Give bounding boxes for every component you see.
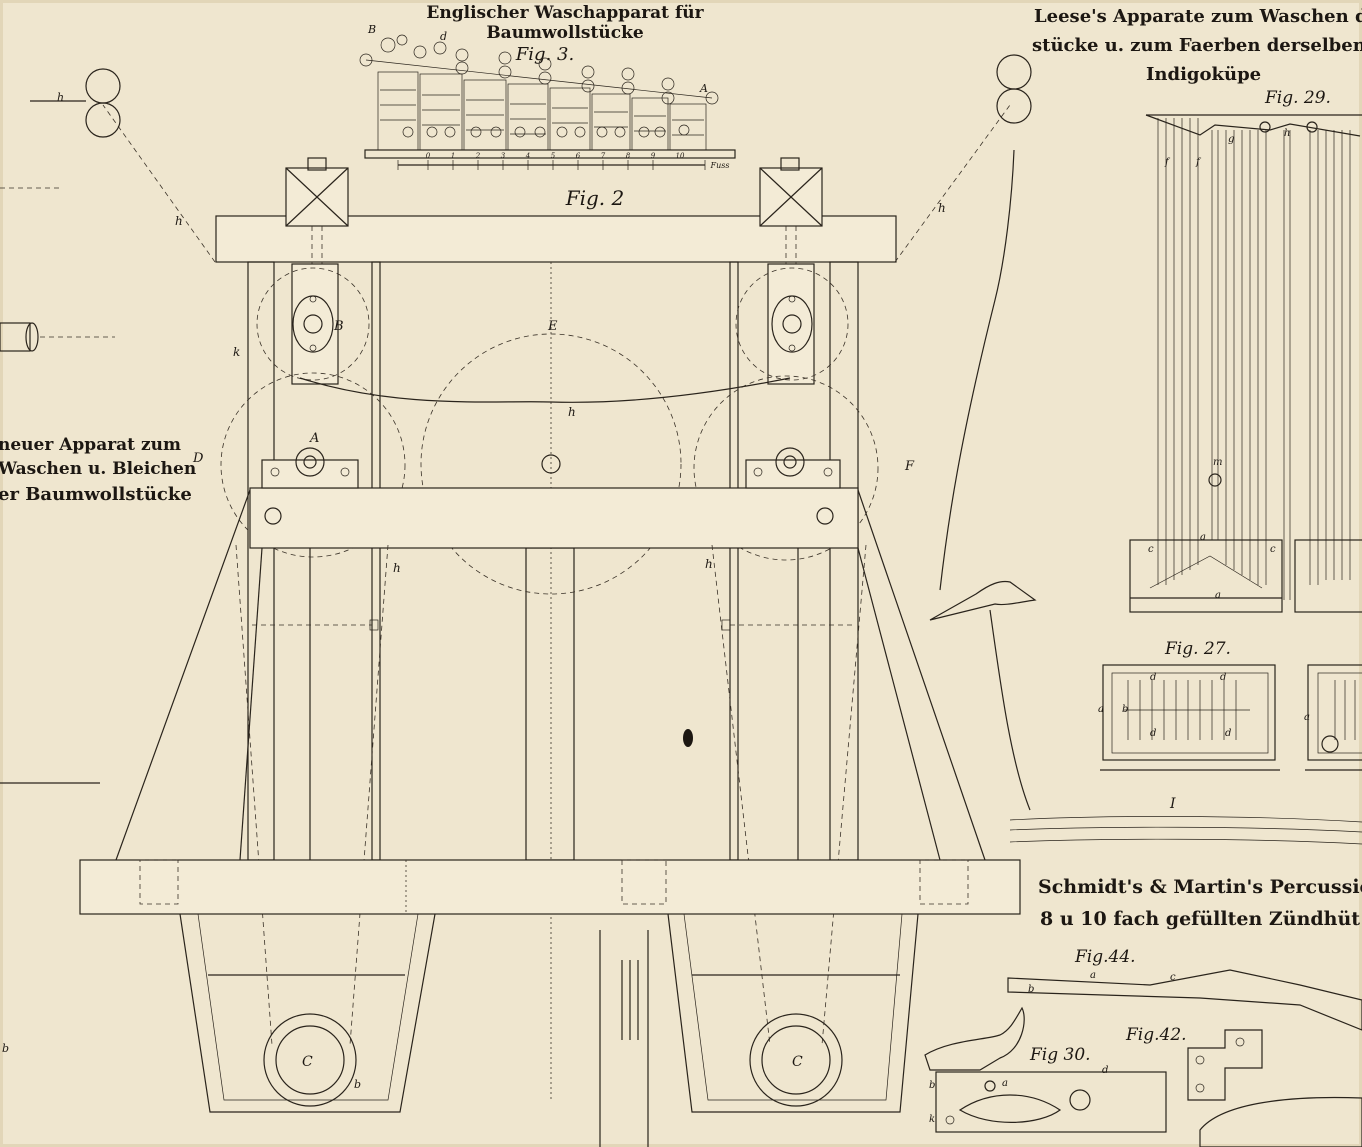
svg-text:I: I <box>1169 796 1176 812</box>
fig3-washing-machine: Englischer Waschapparat für Baumwollstüc… <box>359 3 736 170</box>
svg-text:b: b <box>354 1078 361 1091</box>
svg-text:2: 2 <box>475 152 481 160</box>
svg-text:d: d <box>1102 1065 1108 1076</box>
svg-text:a: a <box>1304 712 1310 723</box>
svg-text:f: f <box>1195 157 1202 168</box>
fig3-title-line2: Baumwollstücke <box>486 23 644 43</box>
svg-text:m: m <box>1213 457 1222 468</box>
fig3-label: Fig. 3. <box>515 44 574 65</box>
svg-text:E: E <box>547 319 558 334</box>
leese-apparatus: Leese's Apparate zum Waschen d stücke u.… <box>1009 6 1362 845</box>
svg-text:7: 7 <box>601 152 606 160</box>
fig30-label: Fig 30. <box>1029 1045 1091 1065</box>
svg-text:a: a <box>1215 590 1221 601</box>
svg-text:a: a <box>1098 704 1104 715</box>
svg-text:D: D <box>192 451 204 466</box>
neuer-title-line3: er Baumwollstücke <box>0 484 192 505</box>
svg-text:4: 4 <box>525 152 530 160</box>
fig2-label: Fig. 2 <box>565 186 625 210</box>
svg-text:0: 0 <box>426 152 431 160</box>
svg-text:10: 10 <box>676 152 685 160</box>
svg-text:h: h <box>1284 128 1290 139</box>
left-fragment: neuer Apparat zum Waschen u. Bleichen er… <box>0 322 196 505</box>
svg-text:Fuss: Fuss <box>710 161 730 170</box>
fig27-label: Fig. 27. <box>1164 639 1231 659</box>
svg-text:h: h <box>175 214 183 228</box>
neuer-title-line2: Waschen u. Bleichen <box>0 459 196 479</box>
svg-text:6: 6 <box>576 152 581 160</box>
svg-text:h: h <box>705 557 713 571</box>
fig3-title-line1: Englischer Waschapparat für <box>426 3 704 23</box>
svg-text:5: 5 <box>551 152 556 160</box>
svg-text:a: a <box>1200 532 1206 543</box>
svg-text:h: h <box>393 561 401 575</box>
svg-text:g: g <box>1228 134 1234 145</box>
svg-text:b: b <box>2 1042 9 1055</box>
svg-text:c: c <box>1170 972 1176 983</box>
neuer-title-line1: neuer Apparat zum <box>0 435 181 455</box>
svg-text:d: d <box>1150 728 1156 739</box>
svg-text:c: c <box>1270 544 1276 555</box>
svg-text:a: a <box>1090 970 1096 981</box>
fig42-label: Fig.42. <box>1125 1025 1187 1045</box>
svg-text:h: h <box>568 405 576 419</box>
svg-text:d: d <box>440 30 447 43</box>
svg-text:F: F <box>904 459 915 474</box>
leese-title-line3: Indigoküpe <box>1146 64 1261 85</box>
leese-title-line2: stücke u. zum Faerben derselben <box>1032 35 1362 56</box>
svg-text:k: k <box>233 345 240 359</box>
schmidt-title-line1: Schmidt's & Martin's Percussion <box>1038 876 1362 898</box>
svg-text:3: 3 <box>501 152 506 160</box>
svg-text:C: C <box>792 1054 803 1070</box>
svg-text:1: 1 <box>451 152 455 160</box>
svg-text:f: f <box>1164 157 1171 168</box>
fig44-label: Fig.44. <box>1074 947 1136 967</box>
svg-text:b: b <box>929 1080 935 1091</box>
svg-text:C: C <box>302 1054 313 1070</box>
svg-text:9: 9 <box>651 152 656 160</box>
schmidt-title-line2: 8 u 10 fach gefüllten Zündhüt <box>1040 908 1360 930</box>
ink-blot <box>683 729 693 747</box>
svg-text:B: B <box>367 23 376 36</box>
svg-text:A: A <box>699 82 708 95</box>
svg-text:b: b <box>1028 984 1034 995</box>
schmidt-martin-percussion: Schmidt's & Martin's Percussion 8 u 10 f… <box>924 876 1362 1147</box>
svg-text:B: B <box>333 319 344 334</box>
svg-text:k: k <box>929 1114 935 1125</box>
svg-text:A: A <box>309 431 319 446</box>
leese-title-line1: Leese's Apparate zum Waschen d <box>1034 6 1362 27</box>
svg-text:h: h <box>57 91 64 104</box>
svg-text:b: b <box>1122 704 1128 715</box>
svg-text:d: d <box>1150 672 1156 683</box>
svg-text:c: c <box>1148 544 1154 555</box>
svg-text:d: d <box>1225 728 1231 739</box>
svg-text:d: d <box>1220 672 1226 683</box>
fig2-main-machine: Fig. 2 <box>0 54 1176 1147</box>
svg-text:8: 8 <box>626 152 631 160</box>
fig3-scale-bar: 0 1 2 3 4 5 6 7 8 9 10 Fuss <box>397 152 730 170</box>
svg-text:h: h <box>938 201 946 215</box>
svg-text:a: a <box>1002 1078 1008 1089</box>
fig29-label: Fig. 29. <box>1264 88 1331 108</box>
